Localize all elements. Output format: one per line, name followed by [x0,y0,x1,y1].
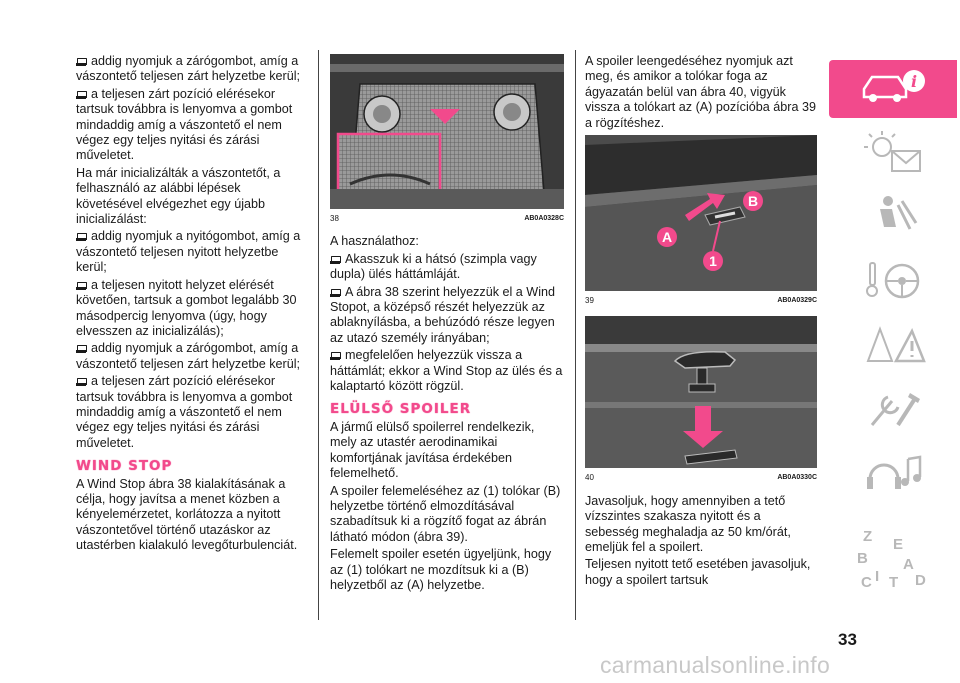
figure-number: 40 [585,473,594,483]
index-letter: Z [863,528,872,545]
bullet-item: addig nyomjuk a nyitógombot, amíg a vász… [76,229,309,275]
chapter-tab-dashboard-lights[interactable] [829,124,957,182]
figure-39-spoiler-lever: A B 1 [585,135,817,292]
multimedia-icon [867,455,922,489]
bullet-item: Akasszuk ki a hátsó (szimpla vagy dupla)… [330,252,564,283]
chapter-tab-technical-data[interactable] [829,444,957,502]
text-column-1: addig nyomjuk a zárógombot, amíg a vászo… [76,54,309,556]
bullet-item: megfelelően helyezzük vissza a háttámlát… [330,348,564,394]
bullet-icon [330,288,341,297]
item-text: addig nyomjuk a zárógombot, amíg a vászo… [76,341,301,371]
paragraph: Ha már inicializálták a vászontetőt, a f… [76,166,309,228]
recommendation-paragraph-1: Javasoljuk, hogy amennyiben a tető vízsz… [585,493,791,555]
index-letter: T [889,574,898,591]
column-divider [318,50,319,620]
column-divider [575,50,576,620]
wind-stop-paragraph: A Wind Stop ábra 38 kialakításának a cél… [76,476,298,553]
figure-code: AB0A0330C [777,474,817,482]
chapter-tab-safety[interactable] [829,188,957,246]
service-tools-icon [870,393,920,427]
alphabetical-index-icon: Z B E A I C T D [857,528,926,591]
index-letter: D [915,572,926,589]
item-text: Akasszuk ki a hátsó (szimpla vagy dupla)… [330,251,537,282]
watermark: carmanualsonline.info [600,652,831,678]
road-warning-icon [866,326,926,363]
bullet-item: a teljesen zárt pozíció elérésekor tarts… [76,374,309,451]
index-letter: E [893,536,903,553]
wind-stop-illustration [330,54,564,209]
chapter-tab-maintenance[interactable] [829,380,957,438]
index-letter: C [861,574,872,591]
bullet-item: addig nyomjuk a zárógombot, amíg a vászo… [76,341,309,372]
car-info-icon: i [862,70,925,102]
figure-40-spoiler-press [585,316,817,469]
spoiler-paragraph-1: A jármű elülső spoilerrel rendelkezik, m… [330,419,535,481]
bullet-icon [330,255,341,264]
page-number: 33 [838,630,857,649]
usage-list: Akasszuk ki a hátsó (szimpla vagy dupla)… [330,252,564,395]
airbag-safety-icon [880,196,918,230]
item-text: a teljesen zárt pozíció elérésekor tarts… [76,86,293,163]
section-title-spoiler: ELÜLSŐ SPOILER [330,401,472,418]
chapter-tab-emergency[interactable] [829,316,957,374]
figure-40-caption: 40 AB0A0330C [585,470,817,485]
index-letter: A [903,556,914,573]
label-a: A [662,229,672,245]
bullet-icon [76,377,87,387]
item-text: a teljesen nyitott helyzet elérését köve… [76,277,297,338]
svg-text:i: i [911,72,917,91]
bullet-icon [330,351,341,361]
bullet-icon [76,57,87,66]
spoiler-lowering-paragraph: A spoiler leengedéséhez nyomjuk azt meg,… [585,54,816,130]
spoiler-paragraph-2: A spoiler felemeléséhez az (1) tolókar (… [330,483,561,544]
index-letter: I [875,568,879,585]
usage-intro: A használathoz: [330,234,419,249]
bullet-icon [76,232,87,242]
bullet-icon [76,344,87,354]
chapter-tab-knowing-your-car[interactable]: i [829,60,957,118]
bullet-item: A ábra 38 szerint helyezzük el a Wind St… [330,285,564,347]
chapter-tab-starting-driving[interactable] [829,252,957,310]
item-text: a teljesen zárt pozíció elérésekor tarts… [76,374,293,450]
label-1: 1 [709,253,717,269]
bullet-icon [76,281,87,290]
spoiler-lever-illustration: A B 1 [585,135,817,292]
item-text: megfelelően helyezzük vissza a háttámlát… [330,348,563,394]
text-column-2: 38 AB0A0328C A használathoz: Akasszuk ki… [330,54,564,595]
steering-wheel-key-icon [866,262,920,299]
figure-code: AB0A0328C [524,215,564,222]
instruction-list: addig nyomjuk a zárógombot, amíg a vászo… [76,54,309,451]
figure-number: 38 [330,214,339,223]
chapter-tab-index[interactable]: Z B E A I C T D [829,508,957,608]
bullet-item: a teljesen zárt pozíció elérésekor tarts… [76,87,309,164]
bullet-item: addig nyomjuk a zárógombot, amíg a vászo… [76,54,309,85]
text-column-3: A spoiler leengedéséhez nyomjuk azt meg,… [585,54,817,590]
figure-number: 39 [585,296,594,306]
spoiler-press-illustration [585,316,817,469]
recommendation-paragraph-2: Teljesen nyitott tető esetében javasolju… [585,557,811,587]
index-letter: B [857,550,868,567]
figure-39-caption: 39 AB0A0329C [585,293,817,308]
warning-lights-icon [864,131,921,172]
figure-38-caption: 38 AB0A0328C [330,211,564,226]
section-title-wind-stop: WIND STOP [76,458,173,475]
spoiler-paragraph-3: Felemelt spoiler esetén ügyeljünk, hogy … [330,547,552,592]
item-text: Ha már inicializálták a vászontetőt, a f… [76,165,281,227]
label-b: B [748,193,758,209]
bullet-icon [76,90,87,99]
bullet-item: a teljesen nyitott helyzet elérését köve… [76,278,309,340]
item-text: addig nyomjuk a nyitógombot, amíg a vász… [76,229,301,275]
item-text: A ábra 38 szerint helyezzük el a Wind St… [330,284,556,345]
item-text: addig nyomjuk a zárógombot, amíg a vászo… [76,54,301,84]
figure-38-wind-stop [330,54,564,209]
figure-code: AB0A0329C [777,297,817,305]
